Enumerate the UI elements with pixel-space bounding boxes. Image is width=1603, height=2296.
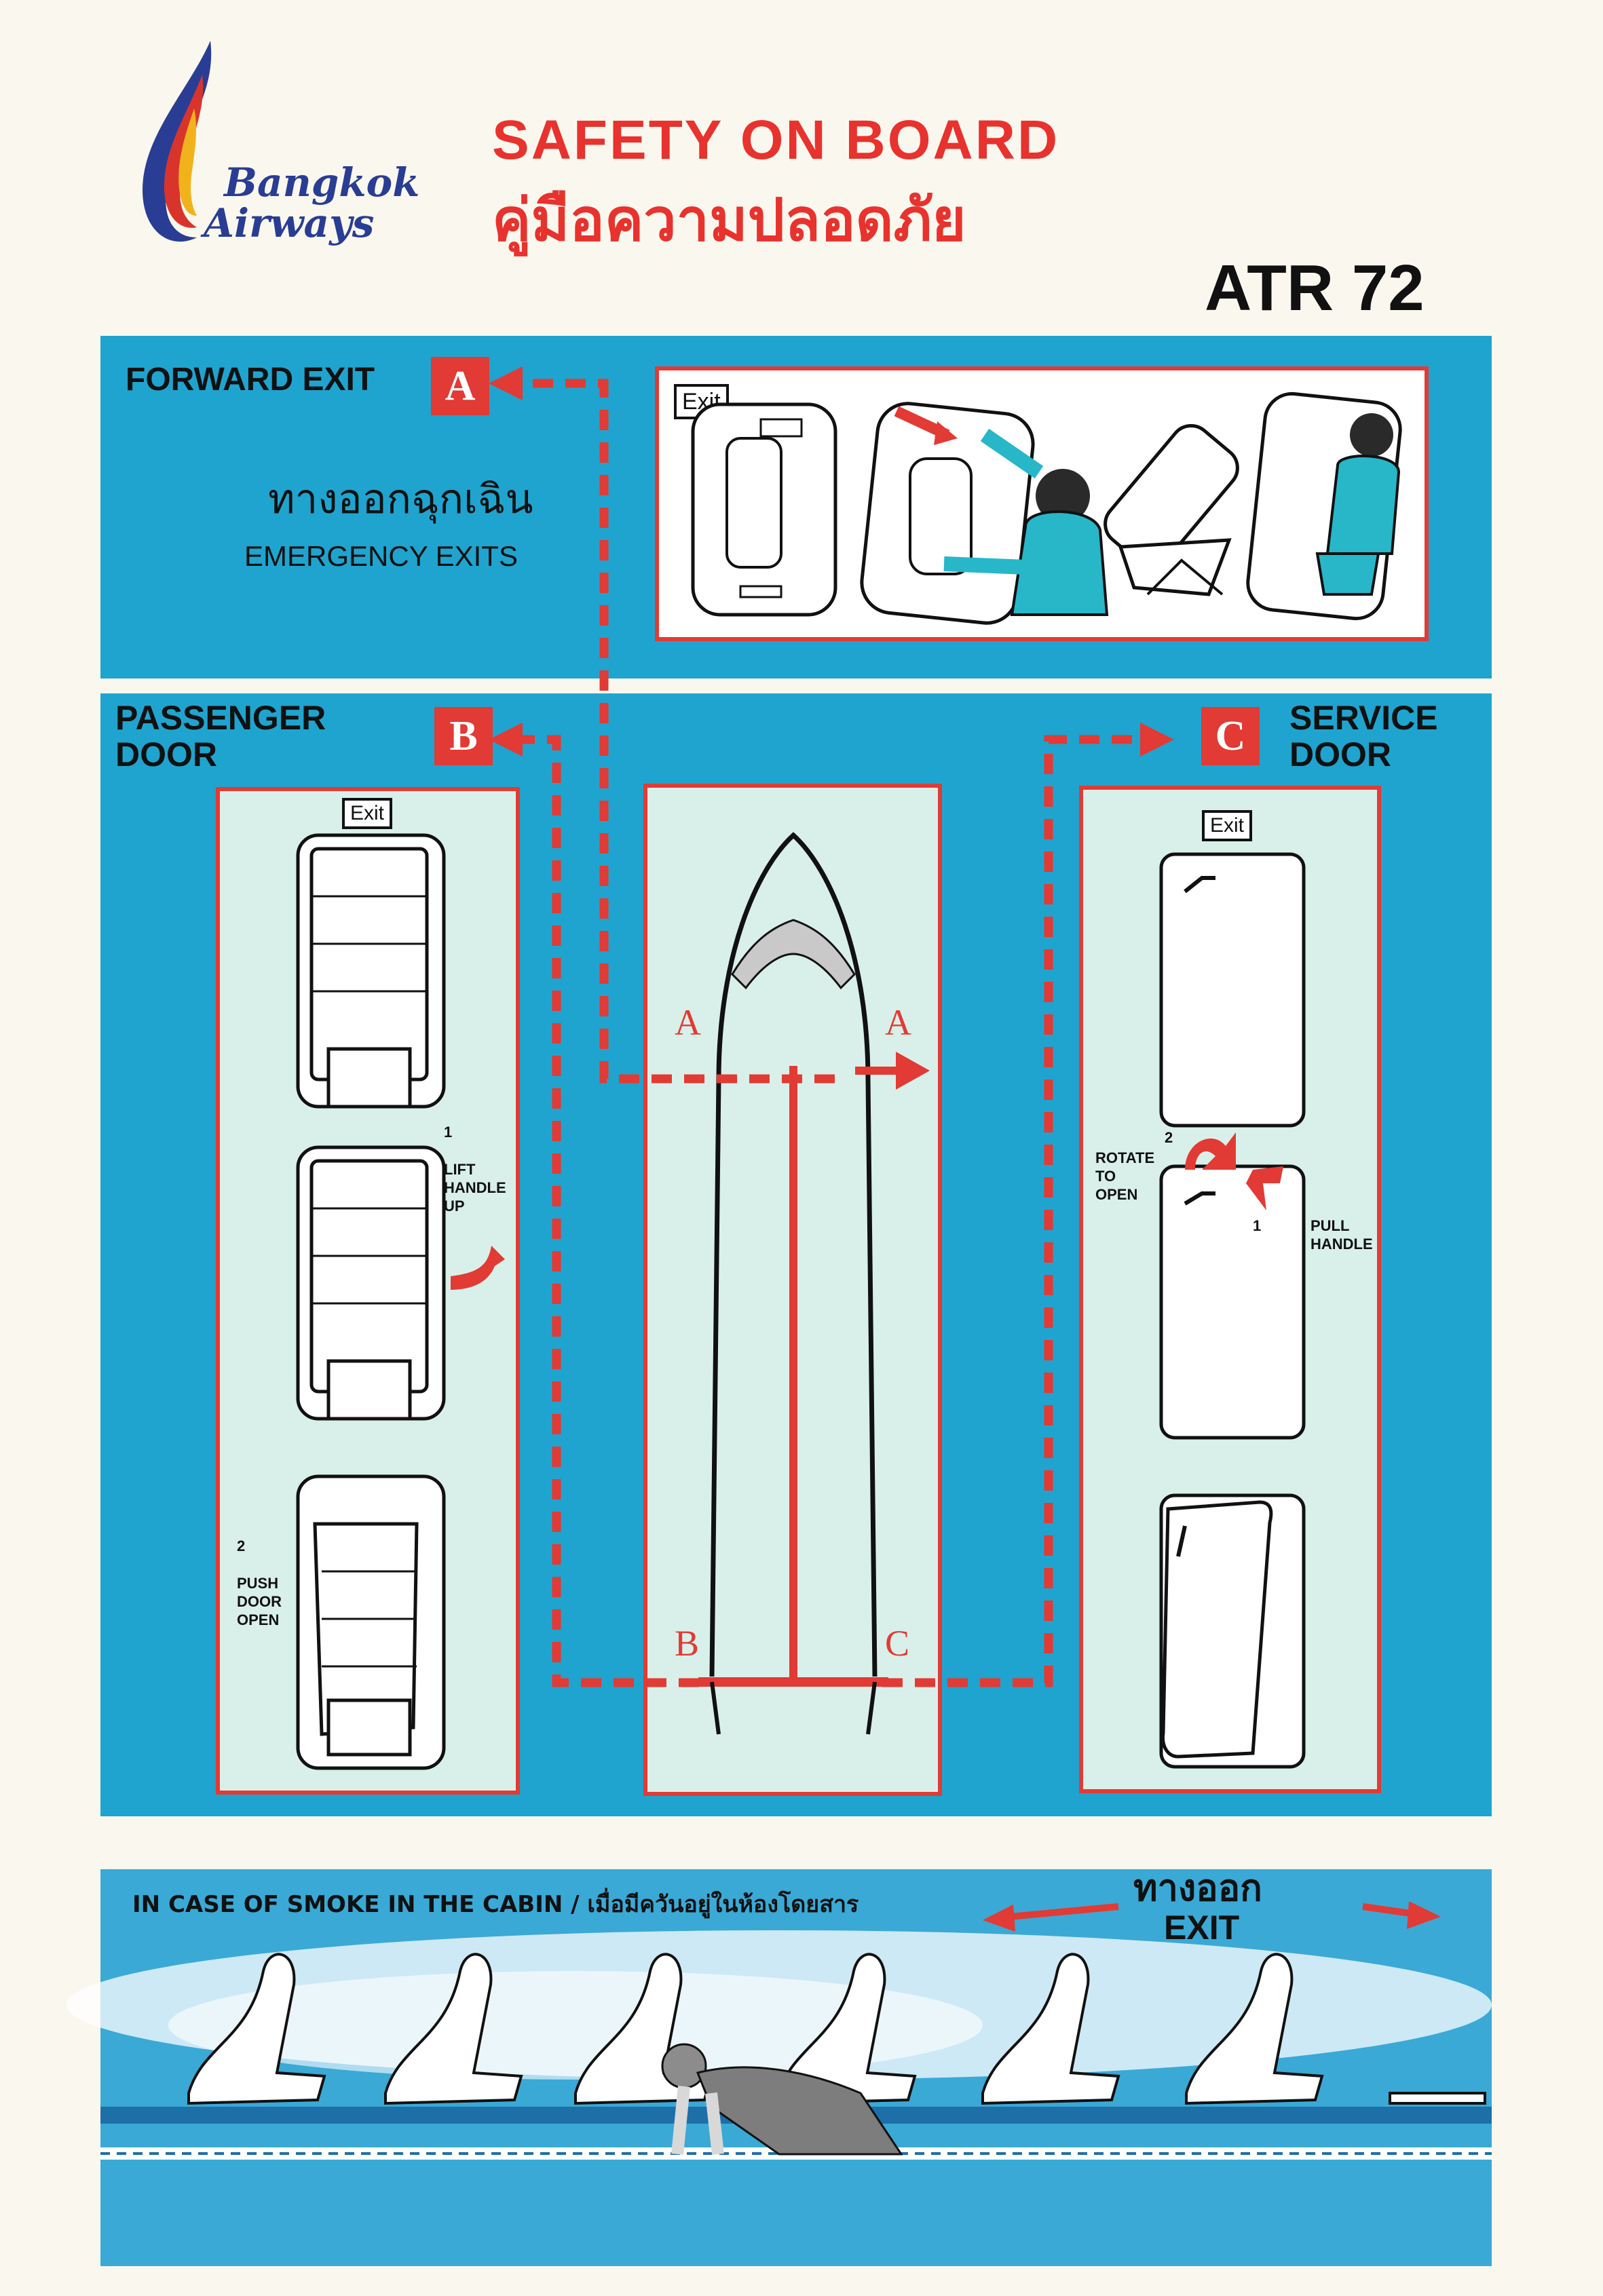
badge-b: B — [434, 707, 493, 765]
emergency-exits-th: ทางออกฉุกเฉิน — [268, 476, 533, 523]
title-th: คู่มือความปลอดภัย — [492, 187, 966, 254]
step2-text-2: DOOR — [237, 1593, 282, 1610]
fuselage-label-b: B — [675, 1623, 700, 1664]
passenger-door-illustration: Exit 1 LIFT HANDLE UP 2 — [216, 787, 520, 1795]
passenger-door-label-2: DOOR — [115, 735, 217, 773]
step2-text-3: OPEN — [237, 1611, 280, 1628]
passenger-door-label-1: PASSENGER — [115, 699, 326, 737]
fuselage-label-c: C — [885, 1623, 910, 1664]
airline-logo: Bangkok Airways — [122, 34, 419, 258]
step1-number: 1 — [444, 1124, 453, 1141]
forward-exit-illustration: Exit — [655, 366, 1429, 641]
exit-sign-service: Exit — [1202, 810, 1253, 841]
pull-text-2: HANDLE — [1310, 1236, 1373, 1252]
step1-text-2: HANDLE — [444, 1179, 506, 1196]
pull-number: 1 — [1253, 1217, 1262, 1234]
step1-text-1: LIFT — [444, 1161, 476, 1178]
logo-mark-icon — [143, 41, 212, 242]
smoke-caption: IN CASE OF SMOKE IN THE CABIN / เมื่อมีค… — [132, 1891, 859, 1918]
service-door-label-2: DOOR — [1289, 735, 1391, 773]
fuselage-diagram: A A B C — [643, 784, 942, 1796]
exit-en: EXIT — [1164, 1909, 1240, 1947]
emergency-exits-en: EMERGENCY EXITS — [244, 540, 518, 572]
step2-number: 2 — [237, 1537, 246, 1554]
rotate-text-3: OPEN — [1095, 1186, 1138, 1203]
rotate-text-1: ROTATE — [1095, 1149, 1155, 1166]
smoke-cabin-drawing — [67, 1901, 1492, 2160]
exit-sign-passenger: Exit — [342, 798, 393, 829]
pull-text-1: PULL — [1310, 1217, 1350, 1234]
forward-exit-steps-drawing — [691, 391, 1402, 625]
rotate-number: 2 — [1165, 1129, 1173, 1146]
fuselage-label-a-left: A — [675, 1002, 701, 1043]
badge-a: A — [431, 357, 489, 415]
service-door-label-1: SERVICE — [1289, 699, 1438, 737]
service-door-illustration: Exit 2 ROTATE TO OPEN 1 PULL HANDLE — [1079, 786, 1381, 1793]
step2-text-1: PUSH — [237, 1575, 279, 1592]
forward-exit-label: FORWARD EXIT — [126, 362, 375, 398]
aircraft-type: ATR 72 — [1205, 252, 1425, 324]
airline-name-line1: Bangkok — [224, 159, 420, 206]
badge-c: C — [1201, 707, 1260, 765]
rotate-text-2: TO — [1095, 1168, 1116, 1185]
title-en: SAFETY ON BOARD — [492, 109, 1060, 171]
step1-text-3: UP — [444, 1198, 465, 1214]
exit-th: ทางออก — [1133, 1867, 1262, 1909]
fuselage-label-a-right: A — [885, 1002, 911, 1043]
airline-name-line2: Airways — [204, 200, 375, 246]
passenger-door-steps-drawing — [296, 833, 505, 1770]
service-door-steps-drawing — [1159, 852, 1306, 1769]
